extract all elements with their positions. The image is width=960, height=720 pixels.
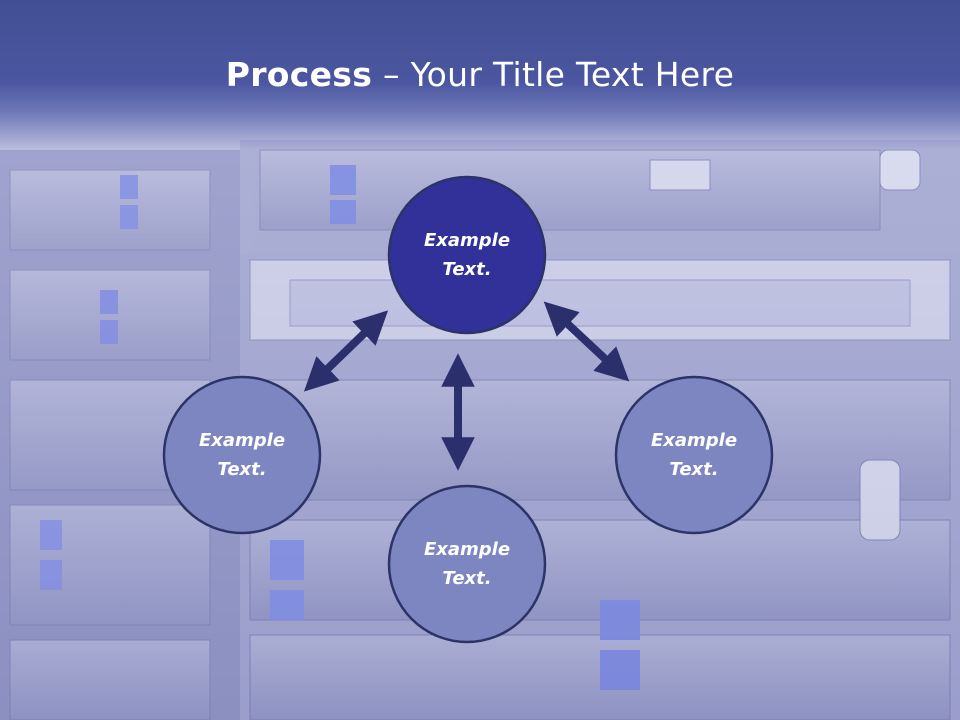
node-label-top: Example Text. <box>402 226 532 284</box>
arrow-top-right <box>543 301 630 382</box>
node-text-line: Example <box>650 430 738 451</box>
node-text-line: Text. <box>442 259 492 280</box>
node-text-line: Text. <box>442 568 492 589</box>
node-text-line: Example <box>198 430 286 451</box>
arrow-top-left <box>303 310 389 392</box>
slide-title: Process – Your Title Text Here <box>0 52 960 98</box>
process-node-right <box>614 375 774 535</box>
node-label-bottom: Example Text. <box>402 535 532 593</box>
node-text-line: Example <box>423 230 511 251</box>
node-text-line: Text. <box>217 459 267 480</box>
title-bold: Process <box>225 55 373 94</box>
process-node-top <box>387 175 547 335</box>
title-dash: – <box>372 55 411 94</box>
title-rest: Your Title Text Here <box>410 55 735 94</box>
node-label-right: Example Text. <box>629 426 759 484</box>
process-node-bottom <box>387 484 547 644</box>
process-node-left <box>162 375 322 535</box>
title-bar <box>0 0 960 150</box>
node-text-line: Text. <box>669 459 719 480</box>
node-label-left: Example Text. <box>177 426 307 484</box>
node-text-line: Example <box>423 539 511 560</box>
